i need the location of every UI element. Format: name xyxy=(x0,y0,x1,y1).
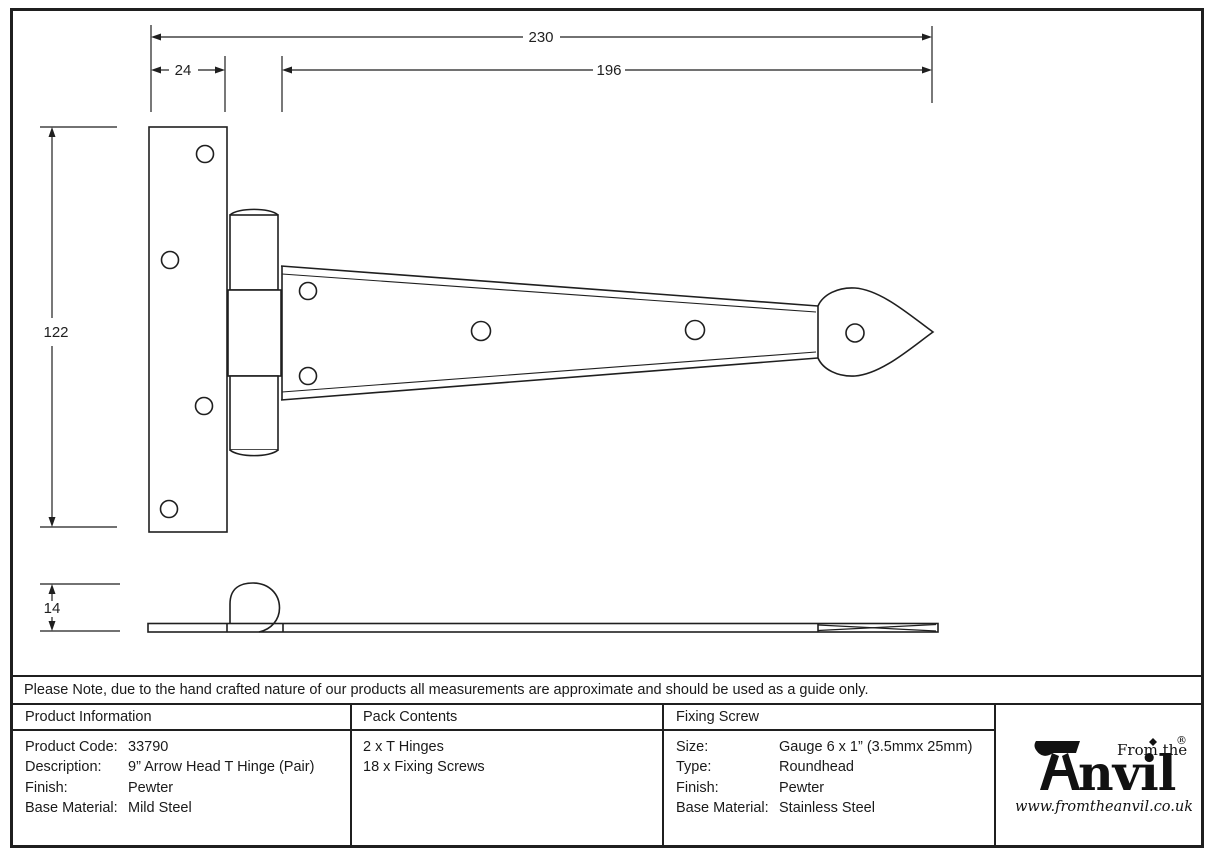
arrow-head xyxy=(817,287,935,377)
finish-label: Finish: xyxy=(25,779,68,796)
table-rules xyxy=(10,675,1203,846)
description-value: 9” Arrow Head T Hinge (Pair) xyxy=(128,759,315,776)
hinge-strap xyxy=(280,265,819,401)
screw-size-label: Size: xyxy=(676,739,709,755)
header-fixing-screw: Fixing Screw xyxy=(676,709,759,725)
hinge-plate xyxy=(148,126,228,533)
header-product-information: Product Information xyxy=(25,709,152,725)
screw-finish-row: Finish: Pewter xyxy=(676,778,972,798)
screw-base-material-value: Stainless Steel xyxy=(779,799,875,816)
finish-value: Pewter xyxy=(128,779,174,796)
screw-type-label: Type: xyxy=(676,759,712,776)
screw-type-value: Roundhead xyxy=(779,759,854,776)
dimension-labels: 230 24 196 122 14 xyxy=(43,29,621,617)
product-code-value: 33790 xyxy=(128,739,169,755)
screw-finish-label: Finish: xyxy=(676,779,719,796)
registered-mark: ® xyxy=(1176,734,1187,747)
dimension-arrows xyxy=(48,33,932,631)
description-row: Description: 9” Arrow Head T Hinge (Pair… xyxy=(25,757,314,777)
pack-item: 2 x T Hinges xyxy=(363,739,444,755)
side-view xyxy=(147,582,939,633)
pack-item: 18 x Fixing Screws xyxy=(363,759,485,776)
dim-knuckle-height: 14 xyxy=(44,600,61,617)
base-material-value: Mild Steel xyxy=(128,799,192,816)
dimension-lines xyxy=(40,25,933,632)
dim-strap-length: 196 xyxy=(596,62,621,79)
fixing-screw-cell: Size: Gauge 6 x 1” (3.5mmx 25mm) Type: R… xyxy=(676,737,972,818)
from-the-anvil-logo: nvil From the ® www.fromtheanvil.co.uk xyxy=(1015,726,1193,822)
product-information-cell: Product Code: 33790 Description: 9” Arro… xyxy=(25,737,314,818)
anvil-icon xyxy=(1034,741,1080,790)
measurement-note: Please Note, due to the hand crafted nat… xyxy=(24,682,869,698)
screw-type-row: Type: Roundhead xyxy=(676,757,972,777)
screw-finish-value: Pewter xyxy=(779,779,825,796)
dim-plate-height: 122 xyxy=(43,324,68,341)
screw-base-material-label: Base Material: xyxy=(676,799,769,816)
base-material-row: Base Material: Mild Steel xyxy=(25,798,314,818)
pack-contents-cell: 2 x T Hinges 18 x Fixing Screws xyxy=(363,737,485,778)
diamond-dot-icon xyxy=(1149,738,1157,746)
hinge-knuckle xyxy=(227,208,282,457)
screw-size-row: Size: Gauge 6 x 1” (3.5mmx 25mm) xyxy=(676,737,972,757)
brand-name-tail: nvil xyxy=(1078,744,1176,802)
dim-plate-width: 24 xyxy=(175,62,192,79)
page-border xyxy=(10,8,1204,848)
screw-base-material-row: Base Material: Stainless Steel xyxy=(676,798,972,818)
brand-prefix: From the xyxy=(1117,741,1187,759)
product-code-row: Product Code: 33790 xyxy=(25,737,314,757)
base-material-label: Base Material: xyxy=(25,799,118,816)
header-pack-contents: Pack Contents xyxy=(363,709,458,725)
side-knuckle xyxy=(229,582,281,633)
description-label: Description: xyxy=(25,759,102,776)
dim-total-length: 230 xyxy=(528,29,553,46)
product-code-label: Product Code: xyxy=(25,739,118,755)
screw-holes xyxy=(159,144,865,519)
screw-size-value: Gauge 6 x 1” (3.5mmx 25mm) xyxy=(779,739,973,755)
finish-row: Finish: Pewter xyxy=(25,778,314,798)
brand-website: www.fromtheanvil.co.uk xyxy=(1016,799,1192,815)
